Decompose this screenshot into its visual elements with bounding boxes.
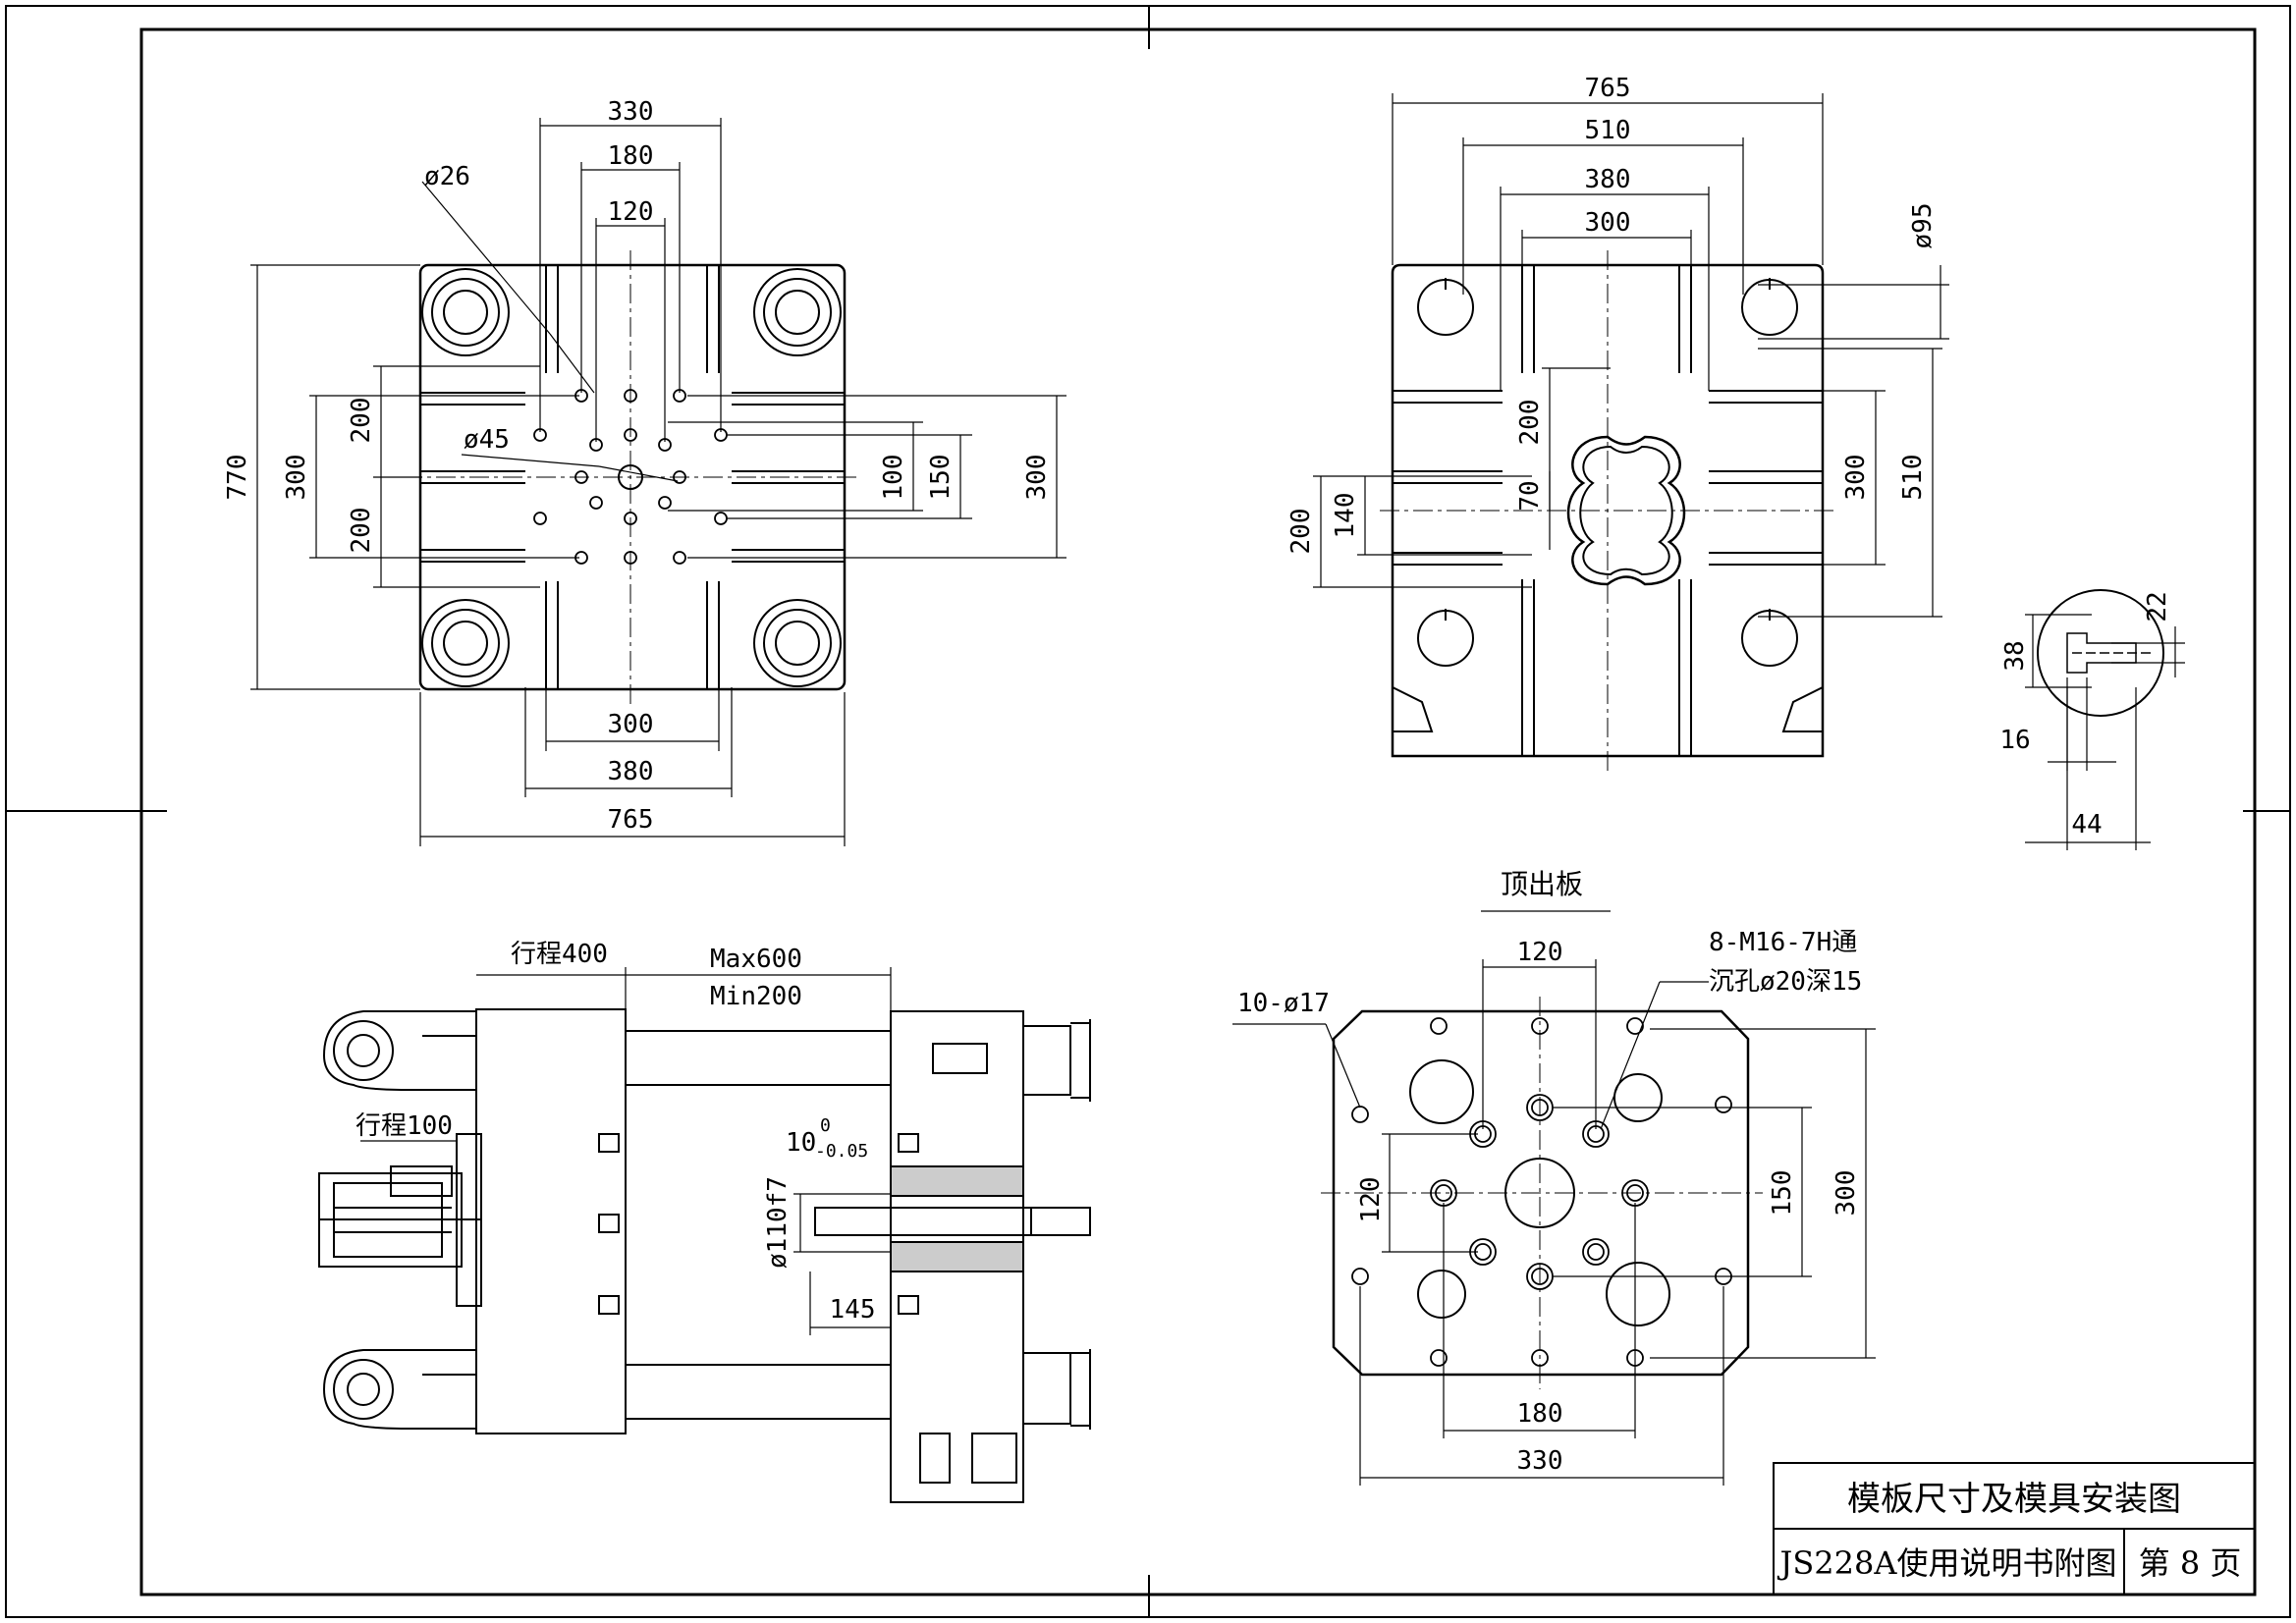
stroke-400-label: 行程400	[511, 940, 608, 969]
detail-dim-22: 22	[2143, 591, 2172, 622]
fp-dim-140: 140	[1331, 493, 1360, 539]
dia-label: ø110f7	[763, 1176, 793, 1269]
dim-380-bottom: 380	[608, 757, 654, 786]
fp-dim-d95: ø95	[1908, 203, 1938, 249]
ej-dim-120-v: 120	[1356, 1177, 1386, 1223]
fp-dim-380: 380	[1585, 165, 1631, 194]
dim-120: 120	[608, 197, 654, 227]
detail-dim-16: 16	[1999, 726, 2030, 755]
fp-dim-510: 510	[1585, 116, 1631, 145]
dim-100: 100	[879, 455, 908, 501]
fp-dim-300-v: 300	[1841, 455, 1871, 501]
dim-180: 180	[608, 141, 654, 171]
ej-dim-300: 300	[1831, 1170, 1861, 1217]
fp-dim-765: 765	[1585, 74, 1631, 103]
ejector-plate-label: 顶出板	[1501, 868, 1583, 900]
side-view	[318, 967, 1091, 1503]
stroke-100-label: 行程100	[355, 1111, 453, 1141]
ejector-note-2: 沉孔ø20深15	[1709, 967, 1862, 997]
moving-platen-view: 330 180 120 ø26 ø45 770 300 200 200 100 …	[223, 97, 1066, 846]
dim-770: 770	[223, 455, 252, 501]
ej-dim-120: 120	[1517, 938, 1563, 967]
dim-200-upper: 200	[347, 398, 376, 444]
fp-dim-300: 300	[1585, 208, 1631, 238]
detail-dim-44: 44	[2071, 810, 2102, 839]
dim-200-lower: 200	[347, 508, 376, 554]
tol-up-label: 0	[820, 1115, 831, 1136]
ejector-holes: 10-ø17	[1237, 989, 1330, 1018]
ej-dim-330: 330	[1517, 1446, 1563, 1476]
tol-down-label: -0.05	[815, 1141, 868, 1162]
dim-d45: ø45	[464, 425, 510, 455]
title-main: 模板尺寸及模具安装图	[1847, 1480, 2181, 1519]
fp-dim-70: 70	[1515, 480, 1545, 511]
dim-145: 145	[830, 1295, 876, 1325]
fixed-platen-view: 765 510 380 300 ø95 200 70 300 510 200 1…	[1286, 74, 1949, 776]
page-number: 第 8 页	[2139, 1544, 2242, 1582]
dim-d26: ø26	[424, 162, 470, 191]
dim-300-right: 300	[1022, 455, 1052, 501]
dim-330: 330	[608, 97, 654, 127]
dim-300-left: 300	[282, 455, 311, 501]
title-block	[1773, 1462, 2256, 1596]
detail-dim-38: 38	[2000, 640, 2030, 671]
ej-dim-150: 150	[1768, 1170, 1797, 1217]
fp-dim-510-v: 510	[1898, 455, 1928, 501]
ejector-plate-view	[1232, 910, 1876, 1486]
fp-dim-200-left: 200	[1286, 509, 1316, 555]
dim-300-bottom: 300	[608, 710, 654, 739]
dim-150: 150	[926, 455, 956, 501]
title-sub: JS228A使用说明书附图	[1777, 1544, 2117, 1582]
min-label: Min200	[710, 982, 802, 1011]
max-label: Max600	[710, 945, 802, 974]
tol-label: 10	[786, 1128, 816, 1158]
dim-765-bottom: 765	[608, 805, 654, 835]
ejector-note-1: 8-M16-7H通	[1709, 928, 1857, 957]
nozzle-detail	[2025, 589, 2185, 850]
ej-dim-180: 180	[1517, 1399, 1563, 1429]
fp-dim-200: 200	[1515, 400, 1545, 446]
